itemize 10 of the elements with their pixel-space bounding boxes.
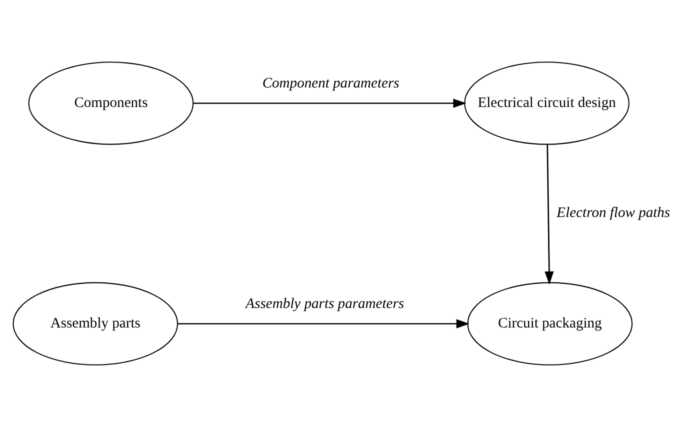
node-ellipse: Assembly parts <box>12 282 178 366</box>
arrow <box>544 144 554 285</box>
edge-label: Assembly parts parameters <box>246 296 404 312</box>
node-ellipse: Circuit packaging <box>467 282 633 366</box>
arrow <box>178 319 470 328</box>
arrow <box>193 98 466 108</box>
edge-label: Component parameters <box>262 75 400 92</box>
node-ellipse: Components <box>28 62 194 145</box>
edge-label: Electron flow paths <box>556 204 670 221</box>
node-ellipse: Electrical circuit design <box>464 62 630 145</box>
